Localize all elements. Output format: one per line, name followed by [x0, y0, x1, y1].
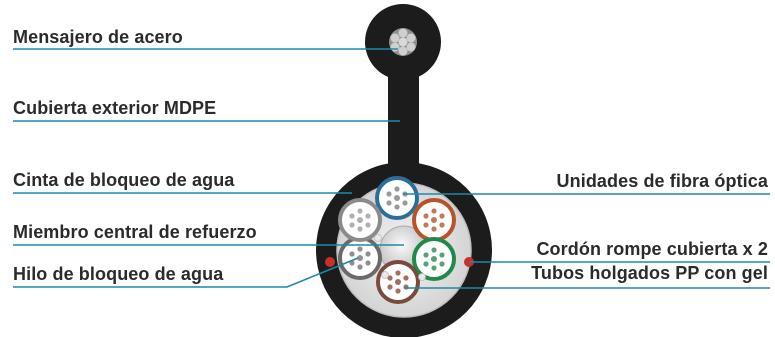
label-hilo: Hilo de bloqueo de agua [13, 264, 224, 284]
leader-lines [13, 48, 770, 289]
label-cubierta: Cubierta exterior MDPE [13, 98, 217, 118]
leader-hilo [13, 257, 359, 288]
ripcord-left [325, 257, 335, 267]
steel-messenger [389, 28, 417, 56]
label-cordon: Cordón rompe cubierta x 2 [536, 239, 768, 259]
loose-tube-left-upper [338, 198, 382, 242]
label-cinta: Cinta de bloqueo de agua [13, 170, 235, 190]
sheath-neck [388, 72, 419, 168]
label-tubos: Tubos holgados PP con gel [531, 263, 768, 283]
loose-tube-bottom [376, 260, 420, 304]
label-miembro: Miembro central de refuerzo [13, 222, 257, 242]
loose-tube-right-upper [412, 198, 456, 242]
loose-tube-left-lower [338, 236, 382, 280]
loose-tube-top [375, 176, 419, 220]
label-mensajero: Mensajero de acero [13, 27, 183, 47]
label-unidades: Unidades de fibra óptica [556, 171, 768, 191]
water-blocking-yarn [374, 234, 426, 281]
loose-tube-right-lower [412, 237, 456, 281]
